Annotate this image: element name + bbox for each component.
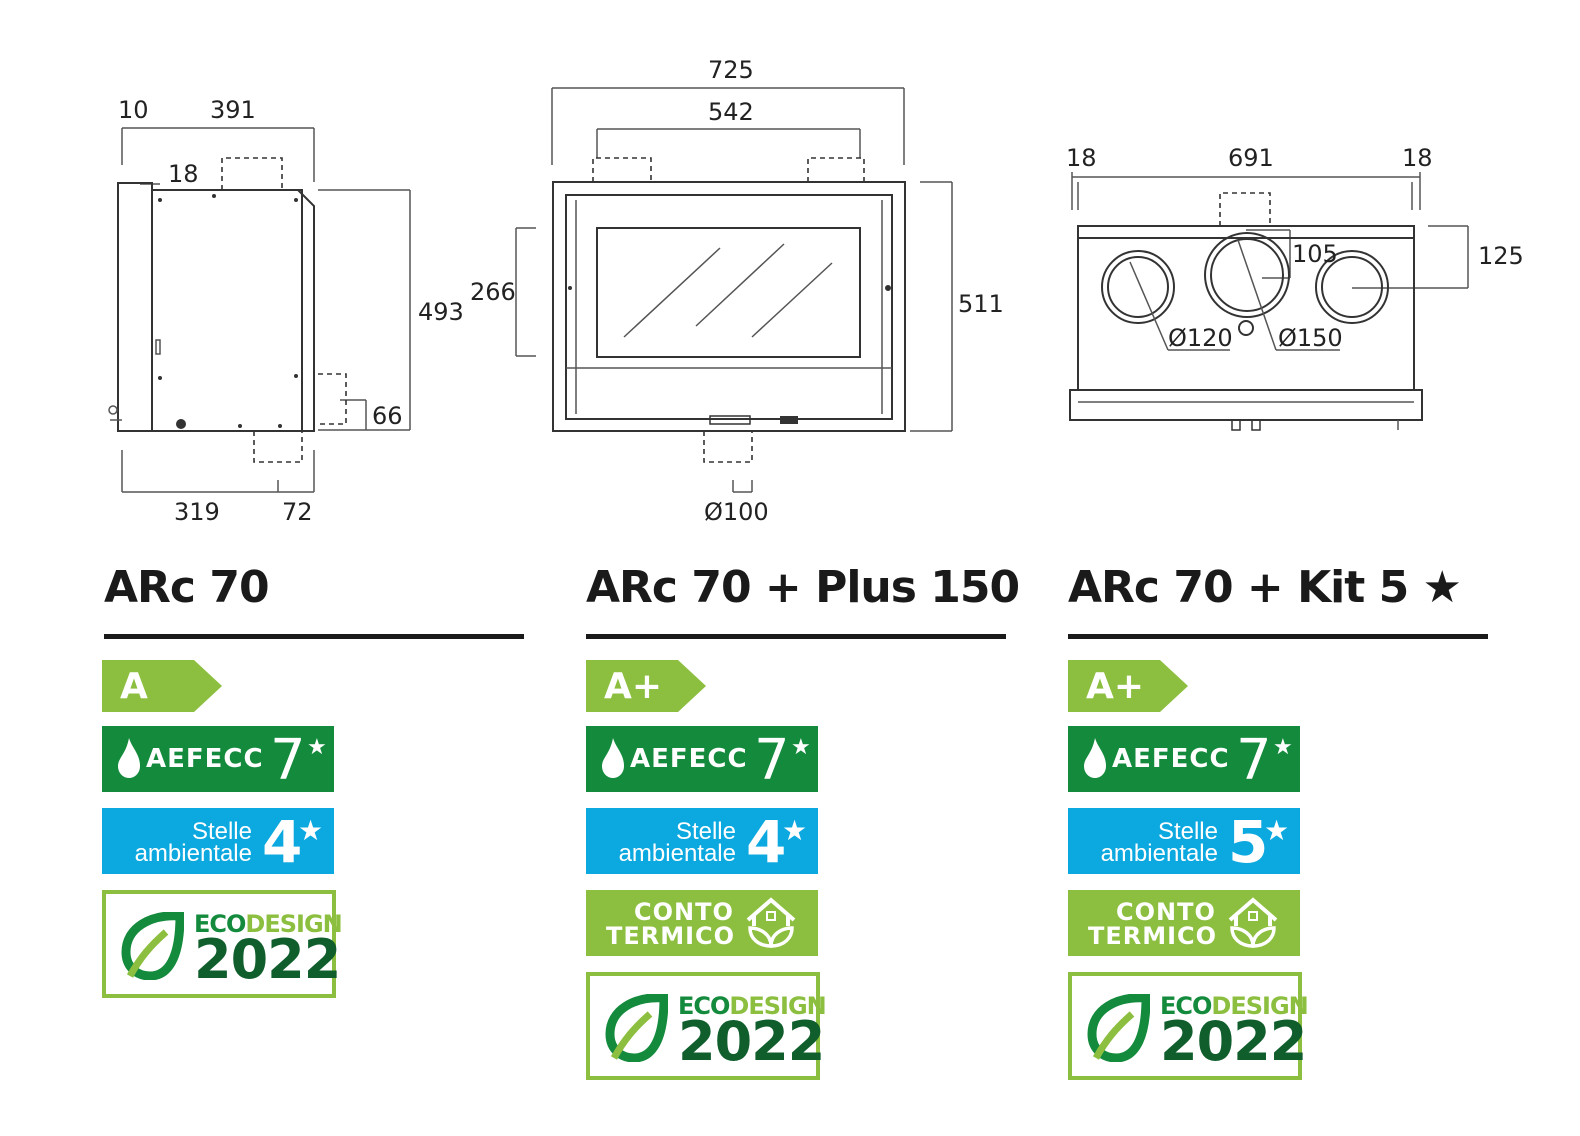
stelle-line2: ambientale xyxy=(134,840,252,867)
aefecc-value: 7 xyxy=(754,728,790,793)
dim-label: 391 xyxy=(210,96,256,124)
stelle-line2: ambientale xyxy=(1100,840,1218,867)
dim-label: Ø150 xyxy=(1278,324,1343,352)
ecodesign-year: 2022 xyxy=(194,928,341,991)
ecodesign-word: ECODESIGN xyxy=(1160,992,1309,1020)
conto-line1: CONTO xyxy=(1116,898,1216,926)
stelle-badge: Stelle ambientale 4 ★ xyxy=(102,808,334,876)
side-view-drawing: 10 391 18 493 66 319 72 xyxy=(108,96,464,526)
dim-label: 18 xyxy=(1066,144,1097,172)
title-rule xyxy=(104,634,524,639)
design-word: DESIGN xyxy=(1211,992,1308,1020)
dim-label: 266 xyxy=(470,278,516,306)
dim-label: 10 xyxy=(118,96,149,124)
stelle-line1: Stelle xyxy=(1157,818,1218,845)
dim-label: 691 xyxy=(1228,144,1274,172)
dim-label: 18 xyxy=(1402,144,1433,172)
leaf-icon xyxy=(121,912,184,980)
dim-label: Ø100 xyxy=(704,498,769,526)
class-arrow-icon xyxy=(586,660,706,712)
dim-label: 66 xyxy=(372,402,403,430)
conto-line2: TERMICO xyxy=(1088,922,1218,950)
dim-label: 125 xyxy=(1478,242,1524,270)
house-leaf-icon xyxy=(746,897,796,948)
star-icon: ★ xyxy=(1273,734,1293,759)
leaf-icon xyxy=(1087,994,1150,1062)
stelle-badge: Stelle ambientale 5 ★ xyxy=(1068,808,1300,876)
stelle-value: 4 xyxy=(262,808,303,876)
dim-label: 725 xyxy=(708,56,754,84)
product-title: ARc 70 + Plus 150 xyxy=(586,562,1020,613)
aefecc-value: 7 xyxy=(270,728,306,793)
top-view-drawing: 18 691 18 105 125 Ø120 Ø150 xyxy=(1066,144,1524,431)
title-rule xyxy=(1068,634,1488,639)
product-title: ARc 70 + Kit 5 ★ xyxy=(1068,562,1462,613)
class-arrow-icon xyxy=(1068,660,1188,712)
aefecc-badge: AEFECC 7 ★ xyxy=(586,726,818,793)
stelle-badge: Stelle ambientale 4 ★ xyxy=(586,808,818,876)
star-icon: ★ xyxy=(1264,815,1290,846)
dim-label: 72 xyxy=(282,498,313,526)
flame-icon xyxy=(118,738,140,778)
conto-line2: TERMICO xyxy=(606,922,736,950)
stelle-line2: ambientale xyxy=(618,840,736,867)
dim-label: 542 xyxy=(708,98,754,126)
eco-word: ECO xyxy=(678,992,730,1020)
energy-class-badge: A+ xyxy=(1068,660,1188,712)
house-leaf-icon xyxy=(1228,897,1278,948)
aefecc-label: AEFECC xyxy=(146,744,264,774)
ecodesign-badge: ECODESIGN 2022 xyxy=(1068,972,1309,1080)
front-view-drawing: 725 542 266 511 Ø100 xyxy=(470,56,1004,526)
aefecc-badge: AEFECC 7 ★ xyxy=(1068,726,1300,793)
energy-class-label: A+ xyxy=(1086,666,1145,707)
aefecc-label: AEFECC xyxy=(630,744,748,774)
star-icon: ★ xyxy=(782,815,808,846)
eco-word: ECO xyxy=(1160,992,1212,1020)
flame-icon xyxy=(1084,738,1106,778)
eco-word: ECO xyxy=(194,910,246,938)
aefecc-badge: AEFECC 7 ★ xyxy=(102,726,334,793)
dim-label: 511 xyxy=(958,290,1004,318)
ecodesign-year: 2022 xyxy=(678,1010,825,1073)
star-icon: ★ xyxy=(307,734,327,759)
dim-label: 319 xyxy=(174,498,220,526)
title-rule xyxy=(586,634,1006,639)
conto-line1: CONTO xyxy=(634,898,734,926)
technical-drawings: 10 391 18 493 66 319 72 xyxy=(108,56,1524,526)
aefecc-value: 7 xyxy=(1236,728,1272,793)
ecodesign-badge: ECODESIGN 2022 xyxy=(102,890,343,998)
dim-label: 493 xyxy=(418,298,464,326)
stelle-value: 4 xyxy=(746,808,787,876)
ecodesign-badge: ECODESIGN 2022 xyxy=(586,972,827,1080)
conto-termico-badge: CONTO TERMICO xyxy=(1068,890,1300,956)
energy-class-label: A+ xyxy=(604,666,663,707)
energy-class-badge: A xyxy=(102,660,222,712)
ecodesign-word: ECODESIGN xyxy=(678,992,827,1020)
aefecc-label: AEFECC xyxy=(1112,744,1230,774)
product-title: ARc 70 xyxy=(104,562,270,613)
stelle-value: 5 xyxy=(1228,808,1269,876)
stelle-line1: Stelle xyxy=(675,818,736,845)
flame-icon xyxy=(602,738,624,778)
class-arrow-icon xyxy=(102,660,222,712)
energy-class-badge: A+ xyxy=(586,660,706,712)
stelle-line1: Stelle xyxy=(191,818,252,845)
design-word: DESIGN xyxy=(729,992,826,1020)
design-word: DESIGN xyxy=(245,910,342,938)
energy-class-label: A xyxy=(120,666,148,707)
leaf-icon xyxy=(605,994,668,1062)
star-icon: ★ xyxy=(298,815,324,846)
dim-label: 18 xyxy=(168,160,199,188)
dim-label: 105 xyxy=(1292,240,1338,268)
ecodesign-word: ECODESIGN xyxy=(194,910,343,938)
star-icon: ★ xyxy=(791,734,811,759)
conto-termico-badge: CONTO TERMICO xyxy=(586,890,818,956)
dim-label: Ø120 xyxy=(1168,324,1233,352)
ecodesign-year: 2022 xyxy=(1160,1010,1307,1073)
